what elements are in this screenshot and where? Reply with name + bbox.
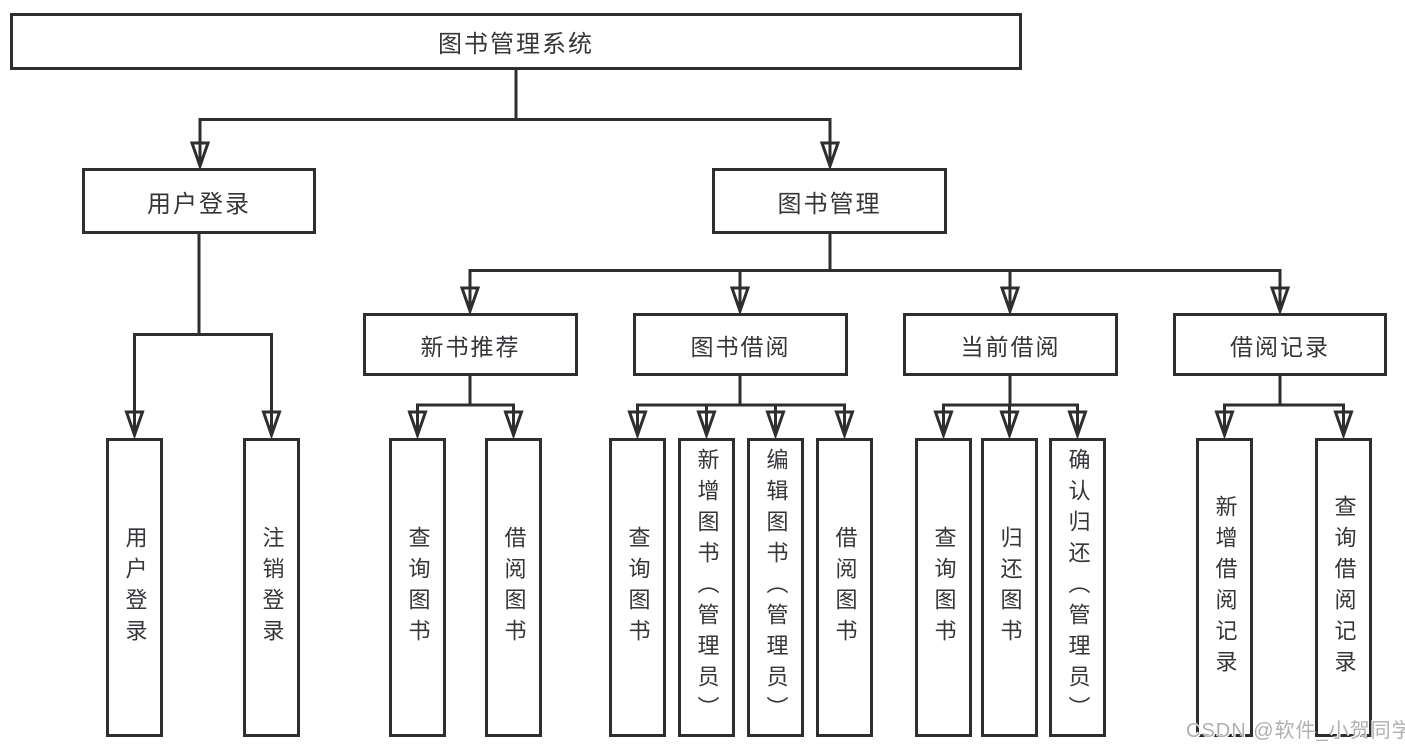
leaf-records-add-borrow-record: 新增借阅记录 bbox=[1196, 438, 1253, 737]
leaf-label: 借阅图书 bbox=[832, 525, 858, 650]
leaf-borrow-borrow-books: 借阅图书 bbox=[816, 438, 873, 737]
leaf-current-confirm-return-admin: 确认归还（管理员） bbox=[1049, 438, 1106, 737]
leaf-label: 查询借阅记录 bbox=[1331, 494, 1357, 681]
leaf-label: 注销登录 bbox=[259, 525, 285, 650]
leaf-borrow-query-books: 查询图书 bbox=[609, 438, 666, 737]
node-label: 图书管理系统 bbox=[438, 31, 594, 58]
leaf-label: 借阅图书 bbox=[501, 525, 527, 650]
leaf-label: 新增图书（管理员） bbox=[694, 448, 720, 727]
leaf-label: 查询图书 bbox=[625, 525, 651, 650]
node-borrow-records: 借阅记录 bbox=[1173, 313, 1387, 376]
node-label: 借阅记录 bbox=[1230, 333, 1330, 360]
leaf-label: 编辑图书（管理员） bbox=[763, 448, 789, 727]
leaf-label: 新增借阅记录 bbox=[1212, 494, 1238, 681]
leaf-recommend-borrow-books: 借阅图书 bbox=[485, 438, 542, 737]
node-label: 图书管理 bbox=[777, 190, 882, 218]
node-label: 用户登录 bbox=[147, 190, 251, 218]
node-book-borrow: 图书借阅 bbox=[633, 313, 848, 376]
leaf-current-return-books: 归还图书 bbox=[981, 438, 1038, 737]
leaf-label: 归还图书 bbox=[997, 525, 1023, 650]
leaf-label: 查询图书 bbox=[405, 525, 431, 650]
leaf-recommend-query-books: 查询图书 bbox=[389, 438, 446, 737]
node-user-login: 用户登录 bbox=[82, 168, 316, 234]
node-book-management: 图书管理 bbox=[712, 168, 947, 234]
node-label: 新书推荐 bbox=[420, 333, 521, 360]
connector-current-borrow bbox=[942, 376, 1079, 435]
leaf-label: 查询图书 bbox=[931, 525, 957, 650]
node-label: 当前借阅 bbox=[960, 333, 1061, 360]
connector-new-book-recommend bbox=[416, 376, 515, 435]
leaf-label: 用户登录 bbox=[122, 525, 148, 650]
node-root-system: 图书管理系统 bbox=[10, 13, 1022, 70]
csdn-watermark: CSDN @软件_小贺同学 bbox=[1186, 720, 1405, 742]
node-label: 图书借阅 bbox=[690, 333, 791, 360]
leaf-current-query-books: 查询图书 bbox=[915, 438, 972, 737]
leaf-borrow-add-books-admin: 新增图书（管理员） bbox=[678, 438, 735, 737]
connector-book-management bbox=[469, 234, 1282, 311]
leaf-label: 确认归还（管理员） bbox=[1065, 448, 1091, 727]
connector-book-borrow bbox=[636, 376, 846, 435]
leaf-records-query-borrow-record: 查询借阅记录 bbox=[1315, 438, 1372, 737]
leaf-borrow-edit-books-admin: 编辑图书（管理员） bbox=[747, 438, 804, 737]
leaf-logout-login: 注销登录 bbox=[243, 438, 300, 737]
connector-user-login bbox=[133, 234, 273, 435]
node-current-borrow: 当前借阅 bbox=[903, 313, 1118, 376]
leaf-user-login: 用户登录 bbox=[106, 438, 163, 737]
connector-borrow-records bbox=[1223, 376, 1345, 435]
node-new-book-recommend: 新书推荐 bbox=[363, 313, 578, 376]
connector-root bbox=[199, 70, 832, 166]
